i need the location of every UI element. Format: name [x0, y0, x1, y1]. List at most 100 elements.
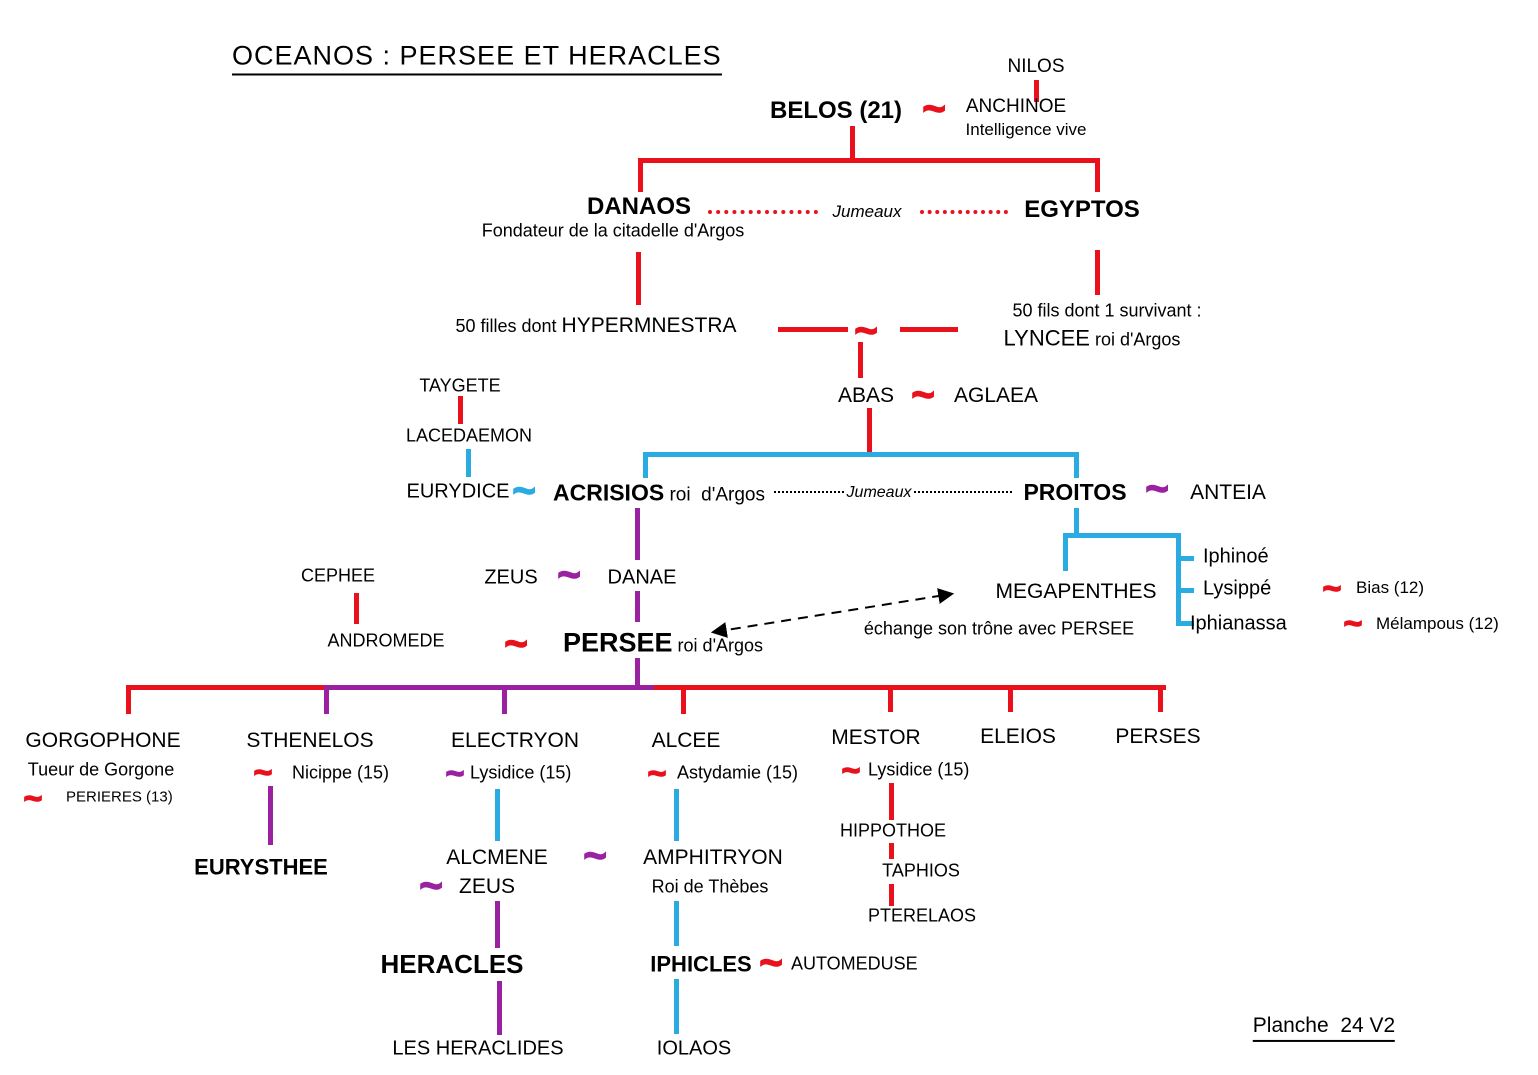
line-lacedaemon-eurydice — [466, 449, 471, 477]
line-belos-children-bar — [638, 158, 1100, 163]
line-persee-children-bar-right — [650, 685, 1166, 690]
line-eleios-drop — [1008, 685, 1013, 712]
line-acrisios-stub — [643, 452, 648, 478]
line-gorgophone-drop — [126, 685, 131, 714]
node-astydamie: Astydamie (15) — [677, 762, 799, 783]
node-alcee: ALCEE — [651, 728, 721, 752]
line-abas-down — [867, 408, 872, 453]
node-sthenelos: STHENELOS — [246, 728, 374, 752]
node-heracles: HERACLES — [380, 949, 524, 980]
line-alcmene-heracles — [495, 901, 500, 948]
node-eleios: ELEIOS — [980, 724, 1056, 748]
union-tilde-icon: ~ — [504, 622, 529, 666]
node-lysippe: Lysippé — [1203, 577, 1272, 600]
note-gorgophone: Tueur de Gorgone — [27, 759, 175, 780]
node-aglaea: AGLAEA — [953, 383, 1039, 407]
line-persee-down — [635, 658, 640, 687]
node-iolaos: IOLAOS — [656, 1037, 732, 1060]
node-automeduse: AUTOMEDUSE — [791, 953, 918, 974]
dotted-twins-egyptos — [920, 210, 1008, 214]
line-electryon-alcmene — [495, 789, 500, 841]
exchange-arrow-icon — [710, 588, 955, 638]
line-daughters-rail — [1176, 533, 1181, 626]
line-proitos-stub — [1074, 452, 1079, 478]
union-tilde-icon: ~ — [23, 780, 43, 816]
node-lacedaemon: LACEDAEMON — [405, 425, 533, 446]
line-cephee-andromede — [354, 593, 359, 624]
line-mestor-drop — [888, 685, 893, 712]
union-tilde-icon: ~ — [647, 755, 667, 791]
node-zeus-2: ZEUS — [458, 874, 516, 898]
line-alcee-amphitryon — [674, 789, 679, 841]
node-zeus: ZEUS — [484, 566, 538, 589]
line-mestor-hippothoe — [889, 783, 894, 820]
node-abas: ABAS — [837, 383, 895, 407]
dotted-twins-acrisios — [774, 491, 844, 493]
dotted-twins-danaos — [708, 210, 818, 214]
line-taphios-pterelaos — [889, 884, 894, 906]
union-tilde-icon: ~ — [512, 469, 537, 513]
node-anchinoe: ANCHINOE — [965, 96, 1067, 118]
line-acrisios-danae — [635, 508, 640, 560]
node-lysidice-2: Lysidice (15) — [868, 759, 970, 780]
union-tilde-icon: ~ — [253, 754, 273, 790]
union-tilde-icon: ~ — [911, 373, 936, 417]
node-eurysthee: EURYSTHEE — [194, 854, 328, 880]
line-egyptos-down — [1095, 250, 1100, 295]
line-amphitryon-iphicles — [674, 901, 679, 946]
line-egyptos-stub — [1095, 158, 1100, 192]
note-anchinoe: Intelligence vive — [965, 120, 1087, 140]
node-danaos: DANAOS — [586, 193, 692, 221]
line-taygete-lacedaemon — [458, 396, 463, 424]
line-iphinoe-stub — [1176, 556, 1194, 561]
union-tilde-icon: ~ — [1343, 605, 1363, 641]
line-union-abas-down — [858, 342, 863, 378]
line-sthenelos-eurysthee — [268, 786, 273, 845]
line-heracles-heraclides — [497, 981, 502, 1035]
node-perieres: PERIERES (13) — [66, 788, 173, 806]
line-electryon-drop — [502, 685, 507, 714]
node-taygete: TAYGETE — [419, 375, 501, 396]
line-danaos-down — [636, 252, 641, 305]
union-tilde-icon: ~ — [854, 309, 879, 353]
union-tilde-icon: ~ — [759, 941, 784, 985]
line-hippothoe-taphios — [889, 843, 894, 859]
line-nilos-anchinoe — [1034, 80, 1039, 102]
node-bias: Bias (12) — [1356, 578, 1425, 598]
node-heraclides: LES HERACLIDES — [392, 1037, 564, 1060]
union-tilde-icon: ~ — [419, 864, 444, 908]
node-gorgophone: GORGOPHONE — [25, 728, 181, 752]
page-title: OCEANOS : PERSEE ET HERACLES — [232, 40, 722, 76]
union-tilde-icon: ~ — [841, 752, 861, 788]
node-lyncee: LYNCEE roi d'Argos — [1003, 325, 1181, 351]
line-iphianassa-stub — [1176, 621, 1194, 626]
node-nicippe: Nicippe (15) — [292, 762, 390, 783]
node-melampous: Mélampous (12) — [1376, 614, 1499, 634]
plate-label: Planche 24 V2 — [1252, 1014, 1396, 1043]
node-egyptos: EGYPTOS — [1024, 196, 1140, 224]
label-twins-1: Jumeaux — [832, 202, 902, 222]
note-lyncee: 50 fils dont 1 survivant : — [1012, 300, 1202, 321]
union-tilde-icon: ~ — [557, 553, 582, 597]
node-hippothoe: HIPPOTHOE — [839, 820, 947, 841]
line-proitos-children-bar — [1063, 533, 1180, 538]
node-andromede: ANDROMEDE — [327, 630, 445, 651]
line-abas-children-bar — [643, 452, 1079, 457]
node-hypermnestra: 50 filles dont HYPERMNESTRA — [455, 313, 737, 337]
line-perses-drop — [1158, 685, 1163, 712]
line-megapenthes-drop — [1063, 533, 1068, 571]
node-iphinoe: Iphinoé — [1203, 545, 1269, 568]
line-iphicles-iolaos — [674, 979, 679, 1034]
node-anteia: ANTEIA — [1190, 480, 1266, 504]
union-tilde-icon: ~ — [1322, 570, 1342, 606]
union-tilde-icon: ~ — [1145, 467, 1170, 511]
node-cephee: CEPHEE — [300, 565, 376, 586]
line-alcee-drop — [681, 685, 686, 714]
line-sthenelos-drop — [324, 685, 329, 714]
node-perses: PERSES — [1115, 724, 1201, 748]
union-tilde-icon: ~ — [445, 755, 465, 791]
node-electryon: ELECTRYON — [451, 728, 579, 752]
node-alcmene: ALCMENE — [446, 845, 548, 869]
node-danae: DANAE — [607, 566, 677, 589]
